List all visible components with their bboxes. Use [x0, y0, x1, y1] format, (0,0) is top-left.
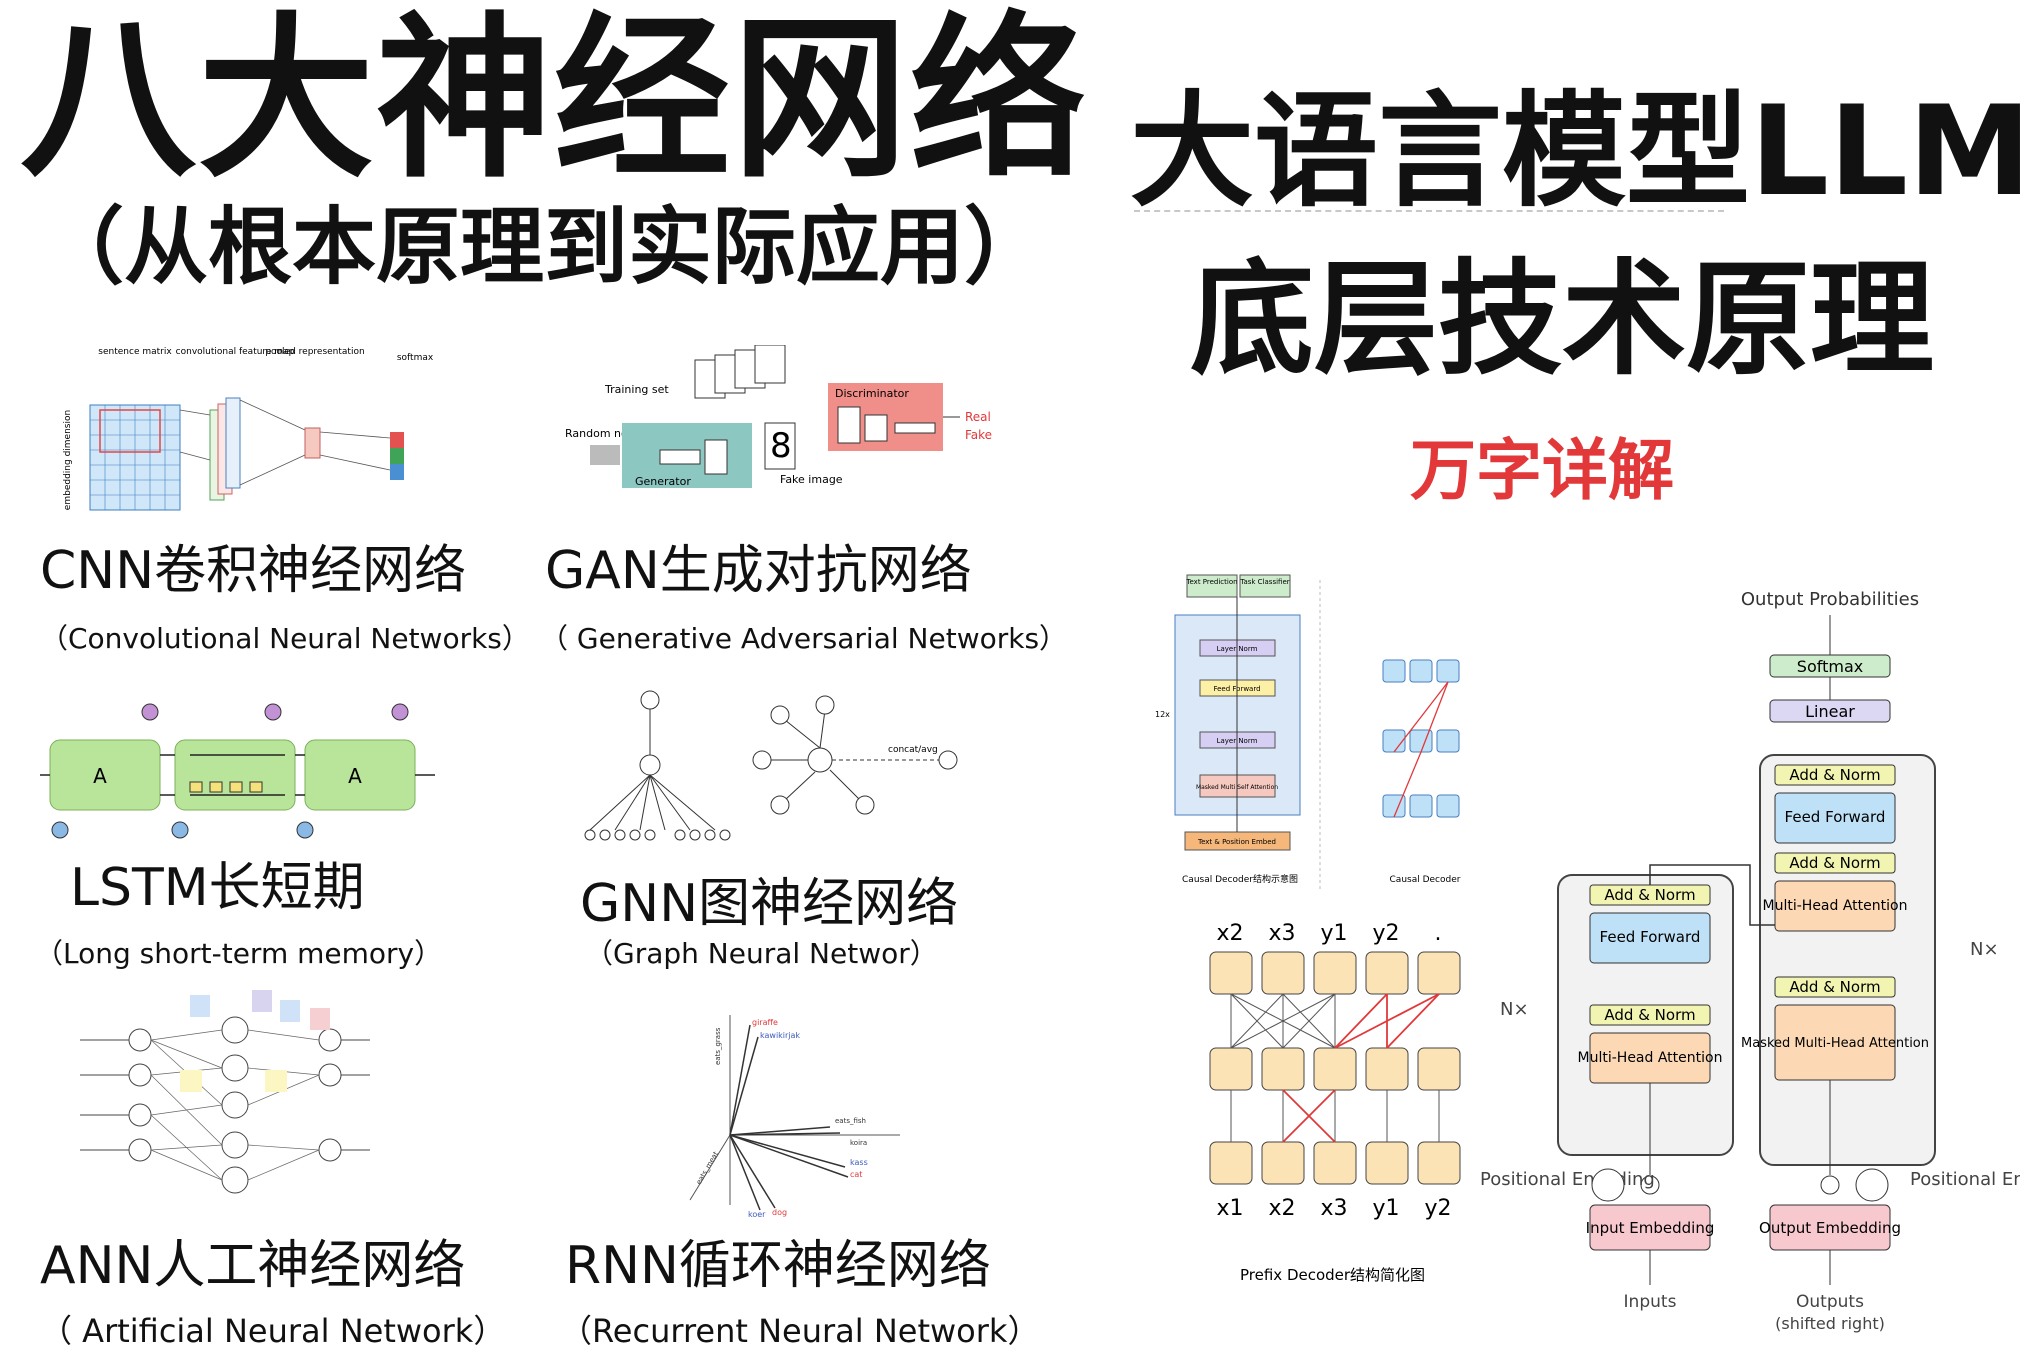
pd-caption: Prefix Decoder结构简化图 [1240, 1266, 1425, 1284]
tf-dec-addnorm-1: Add & Norm [1789, 978, 1880, 996]
cnn-subtitle: （Convolutional Neural Networks） [40, 622, 530, 655]
gan-subtitle: （ Generative Adversarial Networks） [540, 622, 1068, 655]
ann-subtitle: （ Artificial Neural Network） [40, 1312, 506, 1350]
tf-linear: Linear [1805, 702, 1855, 721]
cd-task-classifier: Task Classifier [1239, 578, 1289, 586]
pd-top-2: y1 [1320, 921, 1347, 946]
pd-bottom-1: x2 [1268, 1196, 1295, 1221]
gan-discriminator: Discriminator [835, 387, 909, 400]
rnn-subtitle: （Recurrent Neural Network） [560, 1312, 1040, 1350]
lstm-diagram: A A [40, 703, 435, 839]
cd-embed: Text & Position Embed [1197, 838, 1276, 846]
cnn-label-conv: convolutional feature map [176, 347, 295, 357]
cd-repeat: 12x [1155, 710, 1170, 719]
rnn-axis-meat: eats_meat [695, 1150, 720, 1186]
pd-top-0: x2 [1216, 921, 1243, 946]
rnn-word-giraffe: giraffe [752, 1018, 778, 1027]
rnn-word-eats-fish: eats_fish [835, 1117, 866, 1125]
pd-bottom-0: x1 [1216, 1196, 1243, 1221]
main-subtitle: （从根本原理到实际应用） [40, 198, 1049, 296]
tf-nx-right: N× [1970, 939, 1999, 960]
prefix-decoder-diagram: x2 x3 y1 y2 . [1209, 921, 1461, 1284]
tf-pos-enc-right: Positional Encoding [1910, 1169, 2020, 1190]
rnn-word-kawikirjak: kawikirjak [760, 1031, 800, 1040]
tf-dec-addnorm-3: Add & Norm [1789, 766, 1880, 784]
lstm-cell-right: A [348, 764, 362, 788]
rnn-word-kass: kass [850, 1158, 868, 1167]
pd-bottom-4: y2 [1424, 1196, 1451, 1221]
gan-title: GAN生成对抗网络 [545, 541, 972, 601]
rnn-word-dog: dog [772, 1208, 787, 1217]
lstm-title: LSTM长短期 [70, 858, 365, 918]
gan-fake: Fake [965, 428, 992, 442]
llm-title: 大语言模型LLM [1130, 80, 2032, 224]
tf-dec-mha: Multi-Head Attention [1763, 898, 1908, 914]
pd-top-3: y2 [1372, 921, 1399, 946]
tf-enc-feed-forward: Feed Forward [1600, 928, 1701, 946]
pd-top-1: x3 [1268, 921, 1295, 946]
tf-dec-addnorm-2: Add & Norm [1789, 854, 1880, 872]
pd-bottom-3: y1 [1372, 1196, 1399, 1221]
gan-generator: Generator [635, 475, 691, 488]
tf-input-embedding: Input Embedding [1586, 1219, 1715, 1237]
tf-pos-enc-left: Positional Encoding [1480, 1169, 1655, 1190]
divider [1134, 210, 1724, 212]
tf-inputs: Inputs [1624, 1292, 1677, 1312]
tf-enc-addnorm-1: Add & Norm [1604, 1006, 1695, 1024]
tf-linear-box [1769, 699, 1891, 723]
tf-shifted: (shifted right) [1775, 1314, 1885, 1333]
cd-text-prediction: Text Prediction [1185, 578, 1237, 586]
rnn-word-cat: cat [850, 1170, 862, 1179]
tf-dec-feed-forward: Feed Forward [1785, 808, 1886, 826]
gnn-diagram: concat/avg [584, 690, 958, 841]
gan-training-set: Training set [604, 383, 669, 396]
gnn-concat-label: concat/avg [888, 745, 938, 755]
tf-outputs: Outputs [1796, 1292, 1864, 1312]
detail-tag: 万字详解 [1410, 432, 1674, 509]
ann-title: ANN人工神经网络 [40, 1236, 466, 1296]
tf-nx-left: N× [1500, 999, 1529, 1020]
cd-caption: Causal Decoder结构示意图 [1182, 873, 1298, 885]
main-title: 八大神经网络 [20, 0, 1089, 202]
gan-real: Real [965, 410, 991, 424]
llm-subtitle: 底层技术原理 [1190, 248, 1935, 392]
tf-output-embedding: Output Embedding [1759, 1219, 1901, 1237]
cnn-axis-label: embedding dimension [63, 410, 73, 510]
pd-bottom-2: x3 [1320, 1196, 1347, 1221]
tf-output-probs: Output Probabilities [1741, 589, 1919, 610]
tf-enc-mha: Multi-Head Attention [1578, 1050, 1723, 1066]
cnn-label-softmax: softmax [397, 353, 434, 363]
tf-softmax: Softmax [1797, 657, 1863, 676]
gnn-title: GNN图神经网络 [580, 874, 959, 934]
cnn-label-sentence: sentence matrix [98, 347, 172, 357]
rnn-diagram: eats_grass eats_meat giraffe kawikirjak … [689, 1015, 900, 1219]
tf-dec-masked-mha: Masked Multi-Head Attention [1741, 1036, 1929, 1051]
gnn-subtitle: （Graph Neural Networ） [585, 937, 938, 970]
lstm-subtitle: （Long short-term memory） [35, 937, 443, 970]
transformer-diagram: Output Probabilities Softmax Linear Add … [1480, 589, 2020, 1333]
cd-caption-2: Causal Decoder [1390, 875, 1461, 885]
ann-diagram [80, 990, 370, 1194]
svg-text:8: 8 [770, 426, 792, 466]
cnn-label-pooled: pooled representation [265, 347, 364, 357]
pd-top-4: . [1435, 921, 1442, 946]
rnn-title: RNN循环神经网络 [565, 1236, 991, 1296]
causal-decoder-diagram: Text Prediction Task Classifier 12x Laye… [1155, 574, 1461, 890]
lstm-cell-left: A [93, 764, 107, 788]
cnn-title: CNN卷积神经网络 [40, 541, 467, 601]
rnn-word-koira: koira [850, 1139, 867, 1147]
cnn-diagram: sentence matrix convolutional feature ma… [63, 347, 434, 511]
rnn-axis-grass: eats_grass [714, 1027, 722, 1065]
gan-fake-image: Fake image [780, 473, 843, 486]
tf-enc-addnorm-2: Add & Norm [1604, 886, 1695, 904]
gan-diagram: Training set Random noise Generator 8 Fa… [565, 345, 992, 488]
rnn-word-koer: koer [748, 1210, 766, 1219]
